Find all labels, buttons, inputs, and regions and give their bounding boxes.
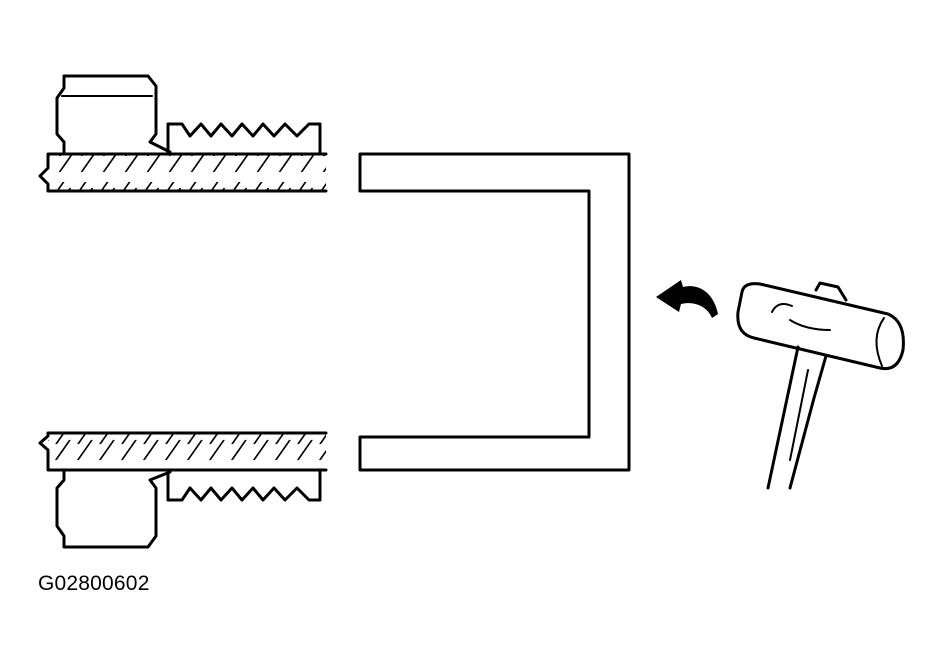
upper-seal xyxy=(166,122,322,156)
hammer-icon xyxy=(736,281,905,490)
seal-installer-tool xyxy=(358,152,631,472)
lower-nut xyxy=(55,468,172,549)
lower-shaft xyxy=(48,433,326,470)
upper-nut xyxy=(55,74,172,156)
figure-code: G02800602 xyxy=(38,572,150,595)
lower-shaft-assembly xyxy=(38,431,328,549)
upper-shaft-assembly xyxy=(38,74,328,193)
curved-arrow-left-icon xyxy=(656,280,718,318)
lower-seal xyxy=(166,468,322,502)
upper-shaft xyxy=(48,154,326,191)
